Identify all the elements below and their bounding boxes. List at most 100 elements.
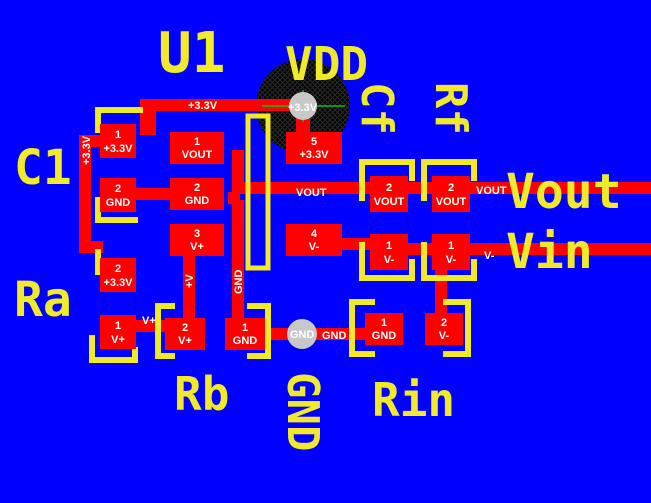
pad-rf-1-num: 1: [448, 240, 454, 252]
trace-p33-c1-link: [140, 99, 156, 135]
cf-outline-bottom: [359, 242, 415, 281]
designator-cf: Cf: [351, 82, 402, 135]
c1-outline-top: [95, 107, 143, 133]
designator-vout: Vout: [506, 164, 622, 220]
pad-rin-2-net: V-: [439, 330, 450, 342]
pad-c1-1[interactable]: [100, 124, 136, 158]
u1-pin1-bar: [245, 113, 271, 271]
pad-ra-2[interactable]: [100, 258, 136, 292]
pad-u1-2-num: 2: [194, 182, 200, 194]
pad-c1-2-net: GND: [106, 197, 131, 209]
pad-rin-2-num: 2: [441, 317, 447, 329]
pad-c1-2[interactable]: [100, 178, 136, 212]
rf-outline-bottom: [421, 242, 477, 281]
designator-rb: Rb: [174, 367, 229, 421]
designator-rin: Rin: [372, 373, 455, 427]
via-vdd[interactable]: [289, 92, 317, 120]
pad-u1-3[interactable]: [170, 224, 224, 256]
pad-rb-1[interactable]: [225, 318, 265, 350]
pad-u1-4[interactable]: [286, 224, 342, 256]
pad-c1-1-num: 1: [115, 129, 121, 141]
net-label-vminus-right: V-: [484, 250, 495, 262]
pad-cf-2-net: VOUT: [374, 196, 405, 208]
pad-rb-2[interactable]: [165, 318, 205, 350]
pad-c1-1-net: +3.3V: [103, 143, 133, 155]
rb-outline-left: [155, 303, 175, 359]
rin-outline-left: [349, 299, 375, 357]
net-label-gnd-vertical: GND: [233, 270, 245, 295]
designator-rf: Rf: [425, 82, 476, 135]
pad-rb-2-net: V+: [178, 335, 192, 347]
pad-rin-1-num: 1: [381, 317, 387, 329]
pad-u1-5-num: 5: [311, 136, 317, 148]
net-label-vplus-vertical: +V: [184, 274, 196, 288]
trace-p33-top: [150, 99, 310, 111]
trace-p33-c1-to-left: [79, 135, 103, 147]
pads: [100, 124, 470, 350]
pad-cf-2-num: 2: [386, 182, 392, 194]
pad-rin-1-net: GND: [372, 330, 397, 342]
pad-u1-2-net: GND: [185, 195, 210, 207]
pad-rf-2-num: 2: [448, 182, 454, 194]
designator-vdd: VDD: [285, 37, 368, 91]
via-label-gnd: GND: [290, 329, 315, 341]
rin-outline-right: [443, 299, 471, 357]
pad-rf-2-net: VOUT: [436, 196, 467, 208]
pad-rin-2[interactable]: [425, 313, 463, 345]
pad-rb-1-num: 1: [242, 322, 248, 334]
cf-outline-top: [359, 159, 415, 201]
pad-u1-5[interactable]: [286, 132, 342, 164]
via-label-vdd: +3.3V: [288, 102, 318, 114]
net-label-p33-top: +3.3V: [188, 100, 218, 112]
pad-cf-1-num: 1: [386, 240, 392, 252]
trace-p33-left-vertical: [79, 135, 91, 253]
designator-c1: C1: [14, 140, 72, 196]
via-gnd[interactable]: [287, 319, 317, 349]
trace-vplus-u1-rb: [183, 248, 195, 320]
pad-ra-1-num: 1: [115, 320, 121, 332]
net-label-p33-left: +3.3V: [81, 135, 93, 165]
pad-ra-1[interactable]: [100, 315, 136, 349]
pad-ra-2-net: +3.3V: [103, 277, 133, 289]
silkscreen-outlines: [89, 107, 477, 363]
pad-u1-4-num: 4: [311, 228, 318, 240]
pad-u1-4-net: V-: [309, 241, 320, 253]
trace-gnd-u1-vertical: [232, 200, 244, 320]
pad-cf-1[interactable]: [370, 234, 408, 270]
designator-vin: Vin: [506, 224, 593, 280]
pad-rb-2-num: 2: [182, 322, 188, 334]
pad-rf-1-net: V-: [446, 254, 457, 266]
pad-rf-2[interactable]: [432, 176, 470, 212]
pad-u1-5-net: +3.3V: [299, 149, 329, 161]
pad-cf-1-net: V-: [384, 254, 395, 266]
trace-gnd-bottom: [255, 328, 380, 340]
c1-outline-bottom: [95, 197, 138, 223]
net-label-gnd-bottom: GND: [322, 330, 347, 342]
pad-u1-1-net: VOUT: [182, 149, 213, 161]
pad-ra-2-num: 2: [115, 263, 121, 275]
ra-outline-bottom: [89, 335, 138, 363]
pad-rb-1-net: GND: [233, 335, 258, 347]
pad-u1-2[interactable]: [170, 178, 224, 210]
pad-u1-3-num: 3: [194, 228, 200, 240]
pad-u1-1-num: 1: [194, 136, 200, 148]
designator-ra: Ra: [14, 272, 72, 328]
pad-cf-2[interactable]: [370, 176, 408, 212]
designator-gnd: GND: [277, 372, 328, 451]
pad-c1-2-num: 2: [115, 183, 121, 195]
net-label-vout-mid: VOUT: [296, 187, 327, 199]
pad-ra-1-net: V+: [111, 334, 125, 346]
trace-vout-pad1: [232, 150, 244, 194]
pad-rin-1[interactable]: [365, 313, 403, 345]
net-label-vplus-left: V+: [142, 315, 156, 327]
designator-u1: U1: [158, 21, 225, 86]
pad-rf-1[interactable]: [432, 234, 470, 270]
pad-u1-1[interactable]: [170, 132, 224, 164]
trace-gnd-c1-u1: [135, 188, 175, 200]
rf-outline-top: [421, 159, 477, 201]
pad-u1-3-net: V+: [190, 241, 204, 253]
net-label-vout-right: VOUT: [476, 185, 507, 197]
rb-outline-right: [247, 303, 271, 359]
trace-vminus-u1: [330, 238, 380, 250]
